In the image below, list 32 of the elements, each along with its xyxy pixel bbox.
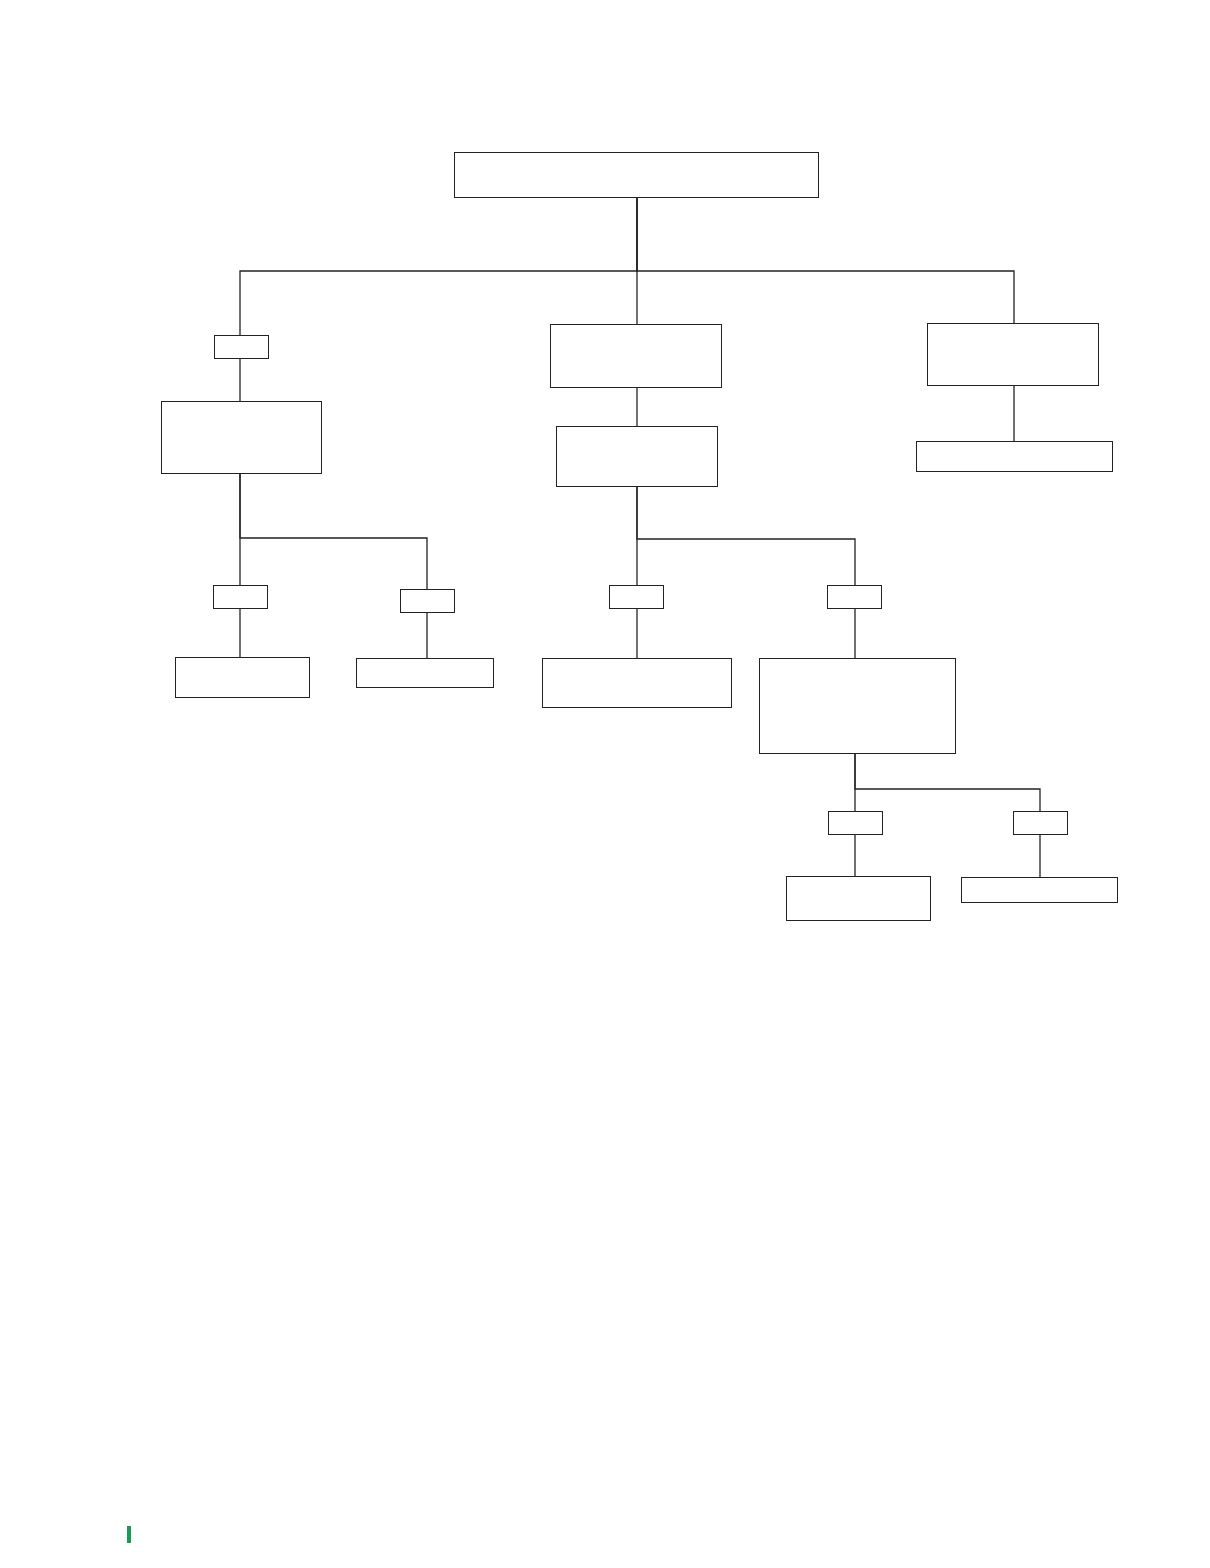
empty-box bbox=[213, 585, 268, 609]
connector-line bbox=[636, 486, 856, 586]
empty-box bbox=[916, 441, 1113, 472]
empty-box bbox=[175, 657, 310, 698]
connector-line bbox=[239, 473, 428, 590]
empty-box bbox=[1013, 811, 1068, 835]
empty-box bbox=[454, 152, 819, 198]
connector-line bbox=[239, 608, 241, 658]
empty-box bbox=[961, 877, 1118, 903]
empty-box bbox=[550, 324, 722, 388]
empty-box bbox=[161, 401, 322, 474]
empty-box bbox=[542, 658, 732, 708]
connector-line bbox=[636, 197, 1015, 324]
connector-line bbox=[426, 612, 428, 659]
connector-line bbox=[854, 753, 1041, 812]
connector-line bbox=[636, 387, 638, 427]
connector-line bbox=[239, 358, 241, 402]
empty-box bbox=[214, 335, 269, 359]
connector-line bbox=[1039, 834, 1041, 878]
empty-box bbox=[786, 876, 931, 921]
empty-box bbox=[609, 585, 664, 609]
empty-box bbox=[356, 658, 494, 688]
empty-box bbox=[828, 811, 883, 835]
empty-box bbox=[759, 658, 956, 754]
empty-box bbox=[400, 589, 455, 613]
connector-line bbox=[636, 608, 638, 659]
empty-box bbox=[827, 585, 882, 609]
empty-box bbox=[927, 323, 1099, 386]
connector-line bbox=[854, 834, 856, 877]
connector-line bbox=[854, 608, 856, 659]
empty-box bbox=[556, 426, 718, 487]
connector-line bbox=[1013, 385, 1015, 442]
